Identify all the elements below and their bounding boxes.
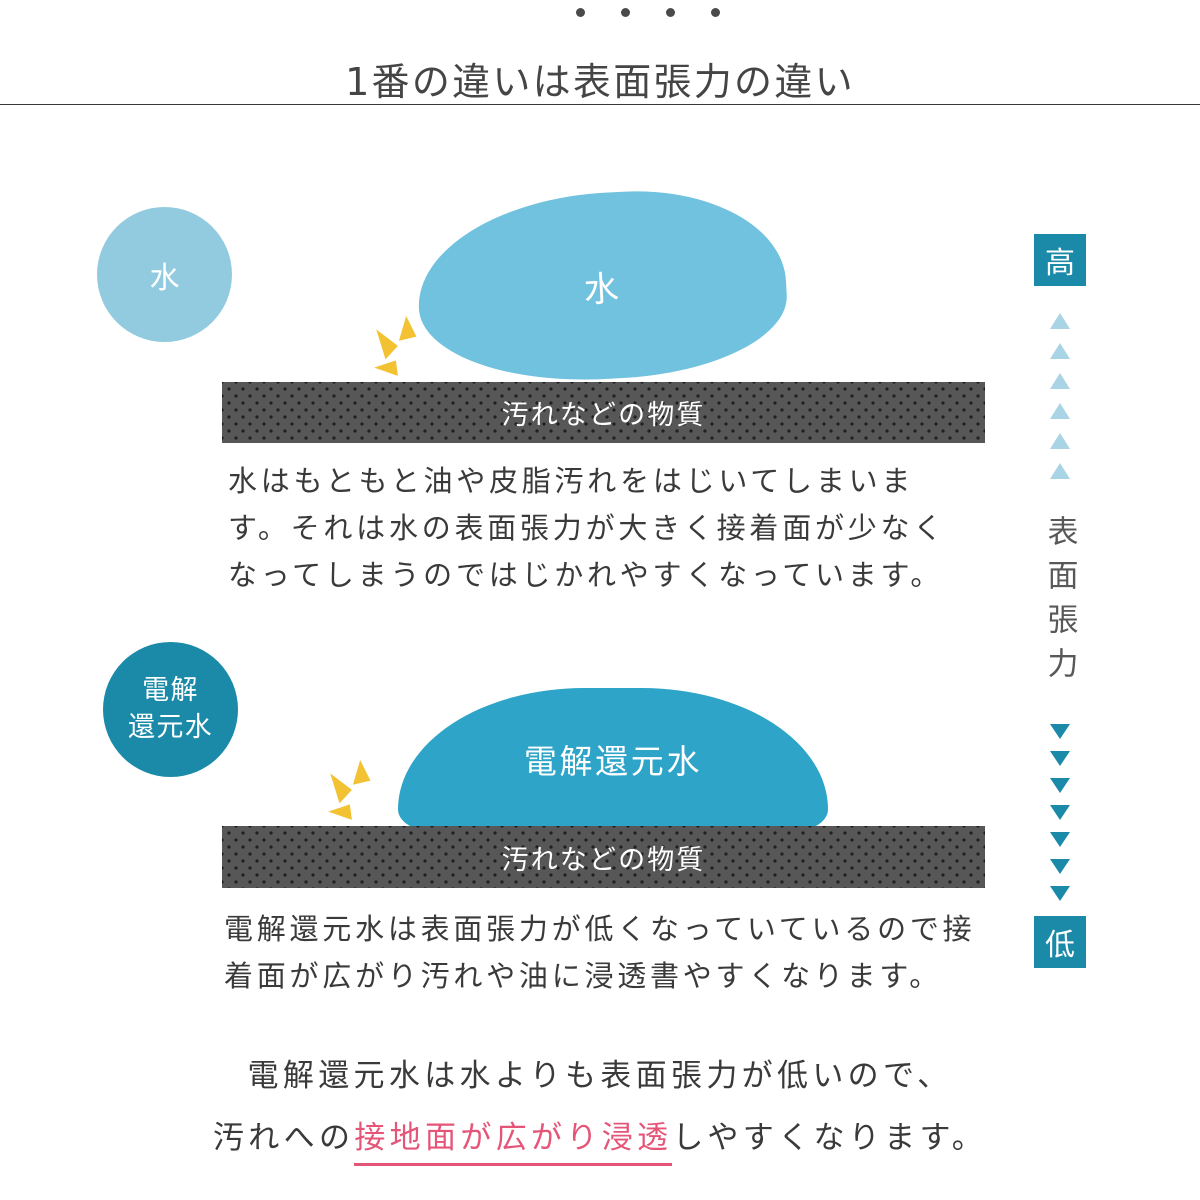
title-dot (711, 8, 720, 17)
dirt-bar-label: 汚れなどの物質 (501, 400, 706, 431)
dirt-bar-label: 汚れなどの物質 (501, 844, 706, 876)
tension-axis: 表面張力 (1034, 515, 1086, 691)
up-arrow-icon (1050, 373, 1070, 389)
denkai-droplet: 電解還元水 (398, 688, 828, 830)
up-arrow-icon (1050, 463, 1070, 479)
footer-highlight: 接地面が広がり浸透 (354, 1120, 673, 1166)
down-arrow-icon (1050, 751, 1070, 766)
up-arrow-icon (1050, 313, 1070, 329)
description-line: 着面が広がり汚れや油に浸透書やすくなります。 (224, 959, 943, 993)
description-line: す。それは水の表面張力が大きく接着面が少なく (228, 511, 947, 545)
water-droplet: 水 (413, 183, 791, 389)
scale-high-text: 高 (1045, 246, 1075, 281)
up-arrow-icon (1050, 403, 1070, 419)
dirt-bar: 汚れなどの物質 (222, 826, 985, 888)
water-description: 水はもともと油や皮脂汚れをはじいてしまいま す。それは水の表面張力が大きく接着面… (228, 458, 946, 599)
title-dots (48, 8, 1200, 17)
title-dot (621, 8, 630, 17)
title-dot (666, 8, 675, 17)
denkai-description: 電解還元水は表面張力が低くなっていているので接 着面が広がり汚れや油に浸透書やす… (224, 906, 975, 1000)
down-arrow-icon (1050, 832, 1070, 847)
water-droplet-label: 水 (582, 268, 622, 311)
footer-line-1: 電解還元水は水よりも表面張力が低いので、 (247, 1058, 953, 1094)
footer-line-2: 汚れへの接地面が広がり浸透しやすくなります。 (0, 1112, 1200, 1166)
scale-low-text: 低 (1045, 928, 1075, 963)
tension-axis-label: 表面張力 (1041, 515, 1078, 692)
up-arrow-icon (1050, 433, 1070, 449)
up-arrows (1034, 306, 1086, 486)
denkai-badge: 電解 還元水 (103, 642, 238, 777)
splash-icon (374, 316, 428, 380)
water-badge-label: 水 (149, 260, 180, 296)
scale-high-label: 高 (1034, 234, 1086, 286)
denkai-badge-line1: 電解 (142, 675, 199, 707)
down-arrows (1034, 718, 1086, 907)
up-arrow-icon (1050, 343, 1070, 359)
description-line: なってしまうのではじかれやすくなっています。 (228, 558, 944, 592)
dirt-bar: 汚れなどの物質 (222, 382, 985, 443)
footer-line2-suffix: しやすくなります。 (672, 1120, 988, 1156)
down-arrow-icon (1050, 886, 1070, 901)
footer-line2-prefix: 汚れへの (212, 1120, 355, 1156)
down-arrow-icon (1050, 724, 1070, 739)
water-badge: 水 (97, 207, 232, 342)
denkai-badge-line2: 還元水 (127, 711, 214, 743)
down-arrow-icon (1050, 778, 1070, 793)
scale-low-label: 低 (1034, 916, 1086, 968)
down-arrow-icon (1050, 859, 1070, 874)
down-arrow-icon (1050, 805, 1070, 820)
denkai-droplet-label: 電解還元水 (523, 742, 703, 781)
description-line: 電解還元水は表面張力が低くなっていているので接 (224, 912, 976, 946)
splash-icon (328, 760, 382, 824)
description-line: 水はもともと油や皮脂汚れをはじいてしまいま (228, 464, 915, 498)
page-title: 1番の違いは表面張力の違い (345, 60, 855, 105)
title-divider (0, 104, 1200, 105)
title-dot (576, 8, 585, 17)
